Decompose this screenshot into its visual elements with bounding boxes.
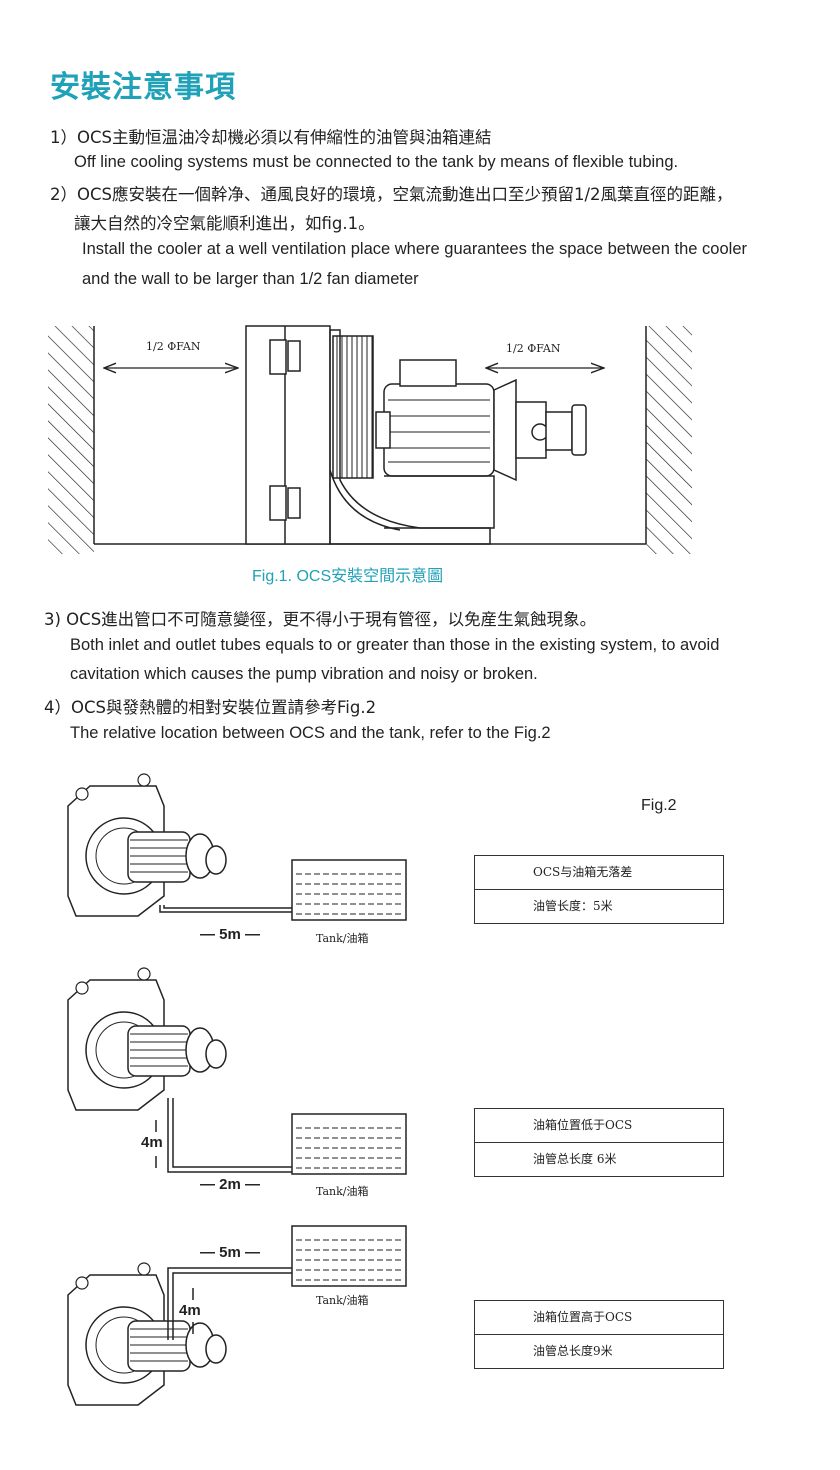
scenario-1-tank-label: Tank/油箱 <box>316 932 369 945</box>
fig1-caption: Fig.1. OCS安裝空間示意圖 <box>252 568 444 585</box>
scenario-2-info-box: 油箱位置低于OCS 油管总长度 6米 <box>474 1108 724 1177</box>
page-title: 安裝注意事項 <box>50 70 236 105</box>
scenario-1-row-1: OCS与油箱无落差 <box>533 865 633 879</box>
scenario-2-row-1: 油箱位置低于OCS <box>533 1118 633 1132</box>
scenario-3-drawing <box>67 1225 407 1406</box>
item-4-chinese: 4）OCS與發熱體的相對安裝位置請參考Fig.2 <box>44 698 377 717</box>
fig2-label: Fig.2 <box>641 797 677 814</box>
scenario-3-tank-label: Tank/油箱 <box>316 1294 369 1307</box>
item-2-chinese: 2）OCS應安裝在一個幹净、通風良好的環境，空氣流動進出口至少預留1/2風葉直徑… <box>50 185 733 204</box>
scenario-1-info-box: OCS与油箱无落差 油管长度：5米 <box>474 855 724 924</box>
scenario-2-drawing <box>67 967 407 1175</box>
cooler-unit <box>245 325 587 545</box>
fig1-left-dimension-label: 1/2 ΦFAN <box>146 340 201 353</box>
scenario-1-row-2: 油管长度：5米 <box>475 889 723 923</box>
scenario-3-horizontal-length: — 5m — <box>200 1244 261 1261</box>
right-wall <box>645 326 692 554</box>
scenario-3-row-2: 油管总长度9米 <box>475 1334 723 1368</box>
item-3-english-line2: cavitation which causes the pump vibrati… <box>70 665 538 683</box>
scenario-3-info-box: 油箱位置高于OCS 油管总长度9米 <box>474 1300 724 1369</box>
item-2-chinese-cont: 讓大自然的冷空氣能順利進出，如fig.1。 <box>74 214 375 233</box>
item-2-english-line2: and the wall to be larger than 1/2 fan d… <box>82 270 419 288</box>
scenario-2-horizontal-length: — 2m — <box>200 1176 261 1193</box>
scenario-2-tank-label: Tank/油箱 <box>316 1185 369 1198</box>
scenario-2-row-2: 油管总长度 6米 <box>475 1142 723 1176</box>
item-2-english-line1: Install the cooler at a well ventilation… <box>82 240 747 258</box>
left-wall <box>48 326 95 554</box>
scenario-3-row-1: 油箱位置高于OCS <box>533 1310 633 1324</box>
scenario-1-horizontal-length: — 5m — <box>200 926 261 943</box>
scenario-3-vertical-length: 4m <box>179 1302 201 1319</box>
item-1-chinese: 1）OCS主動恒温油冷却機必須以有伸縮性的油管與油箱連結 <box>50 128 492 147</box>
scenario-1-drawing <box>67 773 407 921</box>
fig1-right-dimension-label: 1/2 ΦFAN <box>506 342 561 355</box>
item-1-english: Off line cooling systems must be connect… <box>74 153 679 171</box>
scenario-2-vertical-length: 4m <box>141 1134 163 1151</box>
item-3-english-line1: Both inlet and outlet tubes equals to or… <box>70 636 720 654</box>
item-4-english: The relative location between OCS and th… <box>70 724 551 742</box>
item-3-chinese: 3) OCS進出管口不可隨意變徑，更不得小于現有管徑，以免産生氣蝕現象。 <box>44 610 597 629</box>
